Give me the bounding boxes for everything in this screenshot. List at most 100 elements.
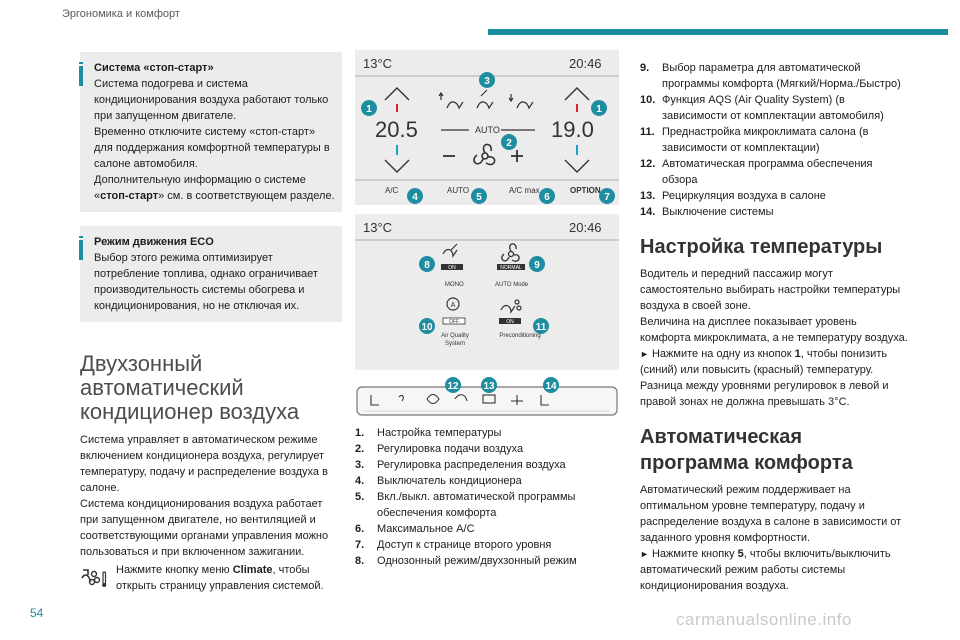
fan-icon: [473, 143, 496, 166]
text-run: Дополнительную информацию о системе «: [94, 174, 306, 202]
note-stop-start: Система «стоп-старт» Система подогрева и…: [79, 52, 342, 212]
text-run-bold: стоп-старт: [100, 190, 159, 202]
legend-text: Регулировка подачи воздуха: [377, 443, 524, 455]
legend-text: Рециркуляция воздуха в салоне: [662, 190, 826, 202]
legend-number: 8.: [355, 555, 365, 567]
legend-item: 2. Регулировка подачи воздуха: [355, 441, 617, 457]
note-text: Выбор этого режима оптимизирует потребле…: [94, 252, 318, 312]
legend-item: 5. Вкл./выкл. автоматической программы об…: [355, 489, 617, 521]
callout-1: 1: [366, 104, 372, 115]
paragraph: ► Нажмите кнопку 5, чтобы включить/выклю…: [640, 546, 910, 594]
recirculation-icon: [426, 393, 440, 405]
auto-indicator: AUTO: [475, 125, 500, 135]
running-header: Эргономика и комфорт: [62, 8, 180, 20]
legend-item: 9. Выбор параметра для автоматической про…: [640, 60, 910, 92]
legend-text: Выключатель кондиционера: [377, 475, 522, 487]
seat-heat-icon: [370, 395, 379, 406]
legend-item: 7.Доступ к странице второго уровня: [355, 537, 617, 553]
paragraph: ► Нажмите на одну из кнопок 1, чтобы пон…: [640, 346, 910, 378]
legend-text: Автоматическая программа обеспечения обз…: [662, 158, 873, 186]
legend-text: Доступ к странице второго уровня: [377, 539, 552, 551]
legend-text: Максимальное A/C: [377, 523, 475, 535]
aqs-state: OFF: [449, 319, 459, 325]
legend-number: 9.: [640, 62, 650, 74]
legend-item: 8. Однозонный режим/двухзонный режим: [355, 553, 617, 569]
callout-8: 8: [424, 260, 430, 271]
control-strip-graphic: 12 13 14: [356, 377, 618, 416]
aqs-label: Air Quality: [441, 333, 469, 339]
callout-3: 3: [484, 76, 490, 87]
section-heading-temperature: Настройка температуры: [640, 236, 883, 258]
text-run: » см. в соответствующем разделе.: [158, 190, 335, 202]
text-run: Нажмите кнопку меню: [116, 564, 233, 576]
paragraph: Система кондиционирования воздуха работа…: [80, 498, 329, 558]
preconditioning-label: Preconditioning: [499, 333, 540, 339]
menu-instruction: Нажмите кнопку меню Climate, чтобы откры…: [80, 562, 342, 594]
preconditioning-icon: [500, 299, 522, 314]
note-title: Система «стоп-старт»: [94, 62, 214, 74]
legend-item: 10.Функция AQS (Air Quality System) (в з…: [640, 92, 910, 124]
auto-mode-label: AUTO Mode: [495, 282, 529, 288]
paragraph: Водитель и передний пассажир могут самос…: [640, 268, 901, 312]
text-run: Нажмите на одну из кнопок: [651, 348, 795, 360]
arrow-icon: ►: [640, 349, 649, 359]
comfort-level-state: NORMAL: [500, 265, 522, 271]
aqs-icon: [446, 297, 460, 311]
legend-text: Выключение системы: [662, 206, 774, 218]
legend-item: 4.Выключатель кондиционера: [355, 473, 617, 489]
callout-14: 14: [545, 381, 557, 392]
legend-text: Преднастройка микроклимата салона (в зав…: [662, 126, 869, 154]
paragraph: Нажмите кнопку меню Climate, чтобы откры…: [116, 562, 342, 594]
outside-temperature: 13°C: [363, 56, 392, 71]
callout-12: 12: [447, 381, 459, 392]
climate-screen-main: 13°C 20:46 20.5 19.0 AUTO: [355, 50, 619, 205]
legend-item: 11. Преднастройка микроклимата салона (в …: [640, 124, 910, 156]
climate-screen-second-graphic: 13°C 20:46 ON MONO NORMAL AUTO Mode A OF…: [355, 220, 619, 347]
text-run-bold: 1: [794, 348, 801, 360]
temperature-left: 20.5: [375, 117, 418, 142]
text-run: , чтобы открыть страницу управления сист…: [116, 564, 324, 592]
mono-state: ON: [448, 265, 456, 271]
callout-13: 13: [483, 381, 495, 392]
auto-button: AUTO: [447, 186, 469, 195]
callout-7: 7: [604, 192, 610, 203]
callout-11: 11: [536, 322, 547, 333]
text-run: , чтобы включить/выключить автоматически…: [640, 548, 891, 592]
note-text: Дополнительную информацию о системе «сто…: [84, 172, 336, 204]
section-heading-dual-zone: Двухзонный автоматический кондиционер во…: [80, 351, 300, 424]
legend-number: 11.: [640, 126, 655, 138]
legend-number: 2.: [355, 443, 365, 455]
legend-text: Регулировка распределения воздуха: [377, 459, 566, 471]
right-column: 9. Выбор параметра для автоматической про…: [640, 60, 910, 594]
chevron-down-icon: [564, 159, 590, 173]
callout-5: 5: [476, 192, 482, 203]
option-button: OPTION: [570, 186, 601, 195]
note-text: Система подогрева и система кондициониро…: [94, 78, 329, 122]
legend-number: 12.: [640, 158, 656, 170]
paragraph: Автоматический режим поддерживает на опт…: [640, 484, 902, 544]
text-run: Нажмите кнопку: [651, 548, 738, 560]
visibility-icon: [398, 394, 404, 402]
legend-text: Вкл./выкл. автоматической программы обес…: [377, 491, 576, 519]
section-heading-auto-comfort: Автоматическая программа комфорта: [640, 426, 853, 474]
text-run: , чтобы понизить (синий) или повысить (к…: [640, 348, 888, 376]
chevron-up-icon: [564, 87, 590, 101]
legend-item: 3.Регулировка распределения воздуха: [355, 457, 617, 473]
arrow-icon: ►: [640, 549, 649, 559]
recirculation-icon: [454, 394, 468, 402]
callout-4: 4: [412, 192, 418, 203]
legend-item: 1.Настройка температуры: [355, 425, 617, 441]
chevron-up-icon: [384, 87, 410, 101]
paragraph: Разница между уровнями регулировок в лев…: [640, 380, 889, 408]
text-run-bold: Climate: [232, 564, 273, 576]
mono-icon: [442, 243, 458, 258]
climate-screen-main-graphic: 13°C 20:46 20.5 19.0 AUTO: [355, 56, 619, 204]
temperature-right: 19.0: [551, 117, 594, 142]
legend-text: Выбор параметра для автоматической прогр…: [662, 62, 901, 90]
text-run-bold: 5: [737, 548, 744, 560]
fan-icon: [501, 243, 520, 262]
legend-text: Однозонный режим/двухзонный режим: [377, 555, 577, 567]
svg-text:A: A: [451, 302, 456, 309]
legend-number: 5.: [355, 491, 365, 503]
legend-item: 13.Рециркуляция воздуха в салоне: [640, 188, 910, 204]
